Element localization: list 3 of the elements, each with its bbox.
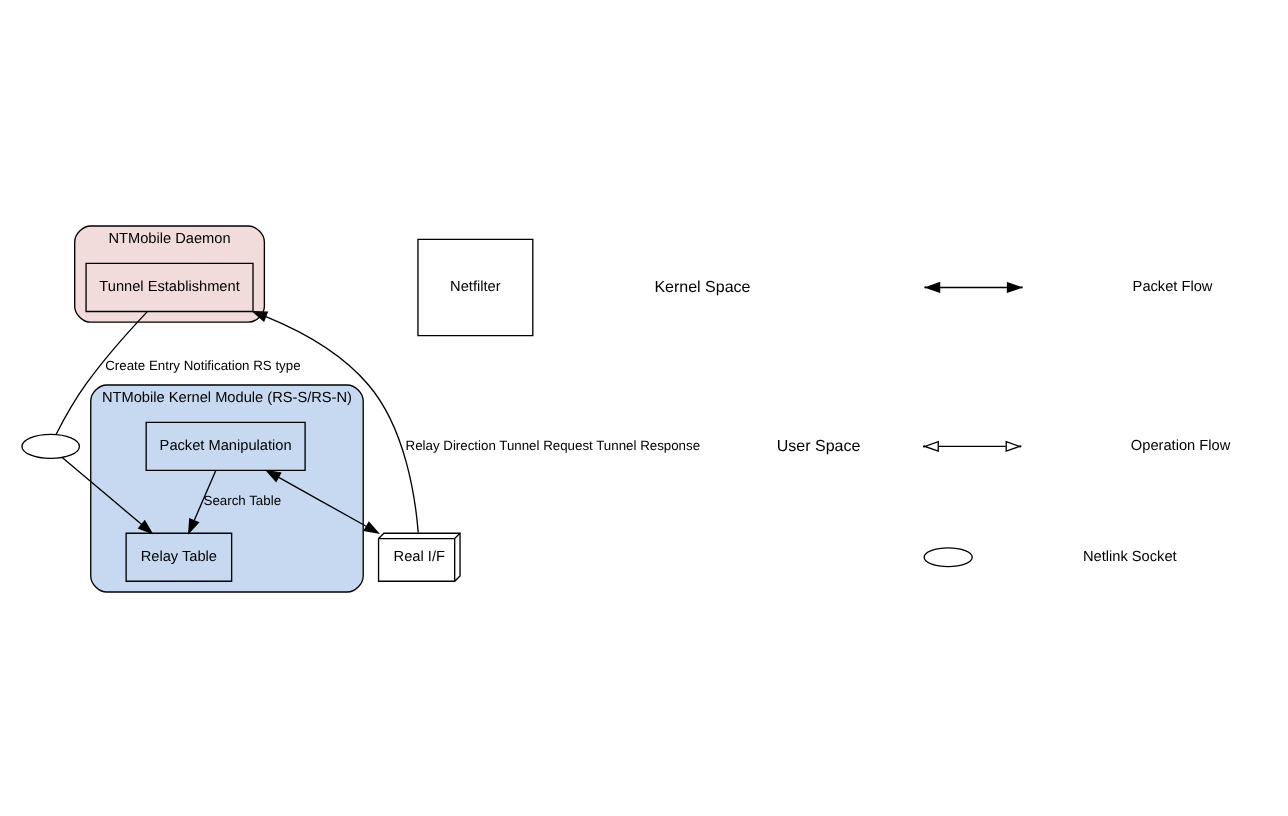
- legend-label: Operation Flow: [1130, 435, 1231, 454]
- legend-label: Packet Flow: [1132, 276, 1213, 295]
- legend-label: Netlink Socket: [1082, 545, 1177, 564]
